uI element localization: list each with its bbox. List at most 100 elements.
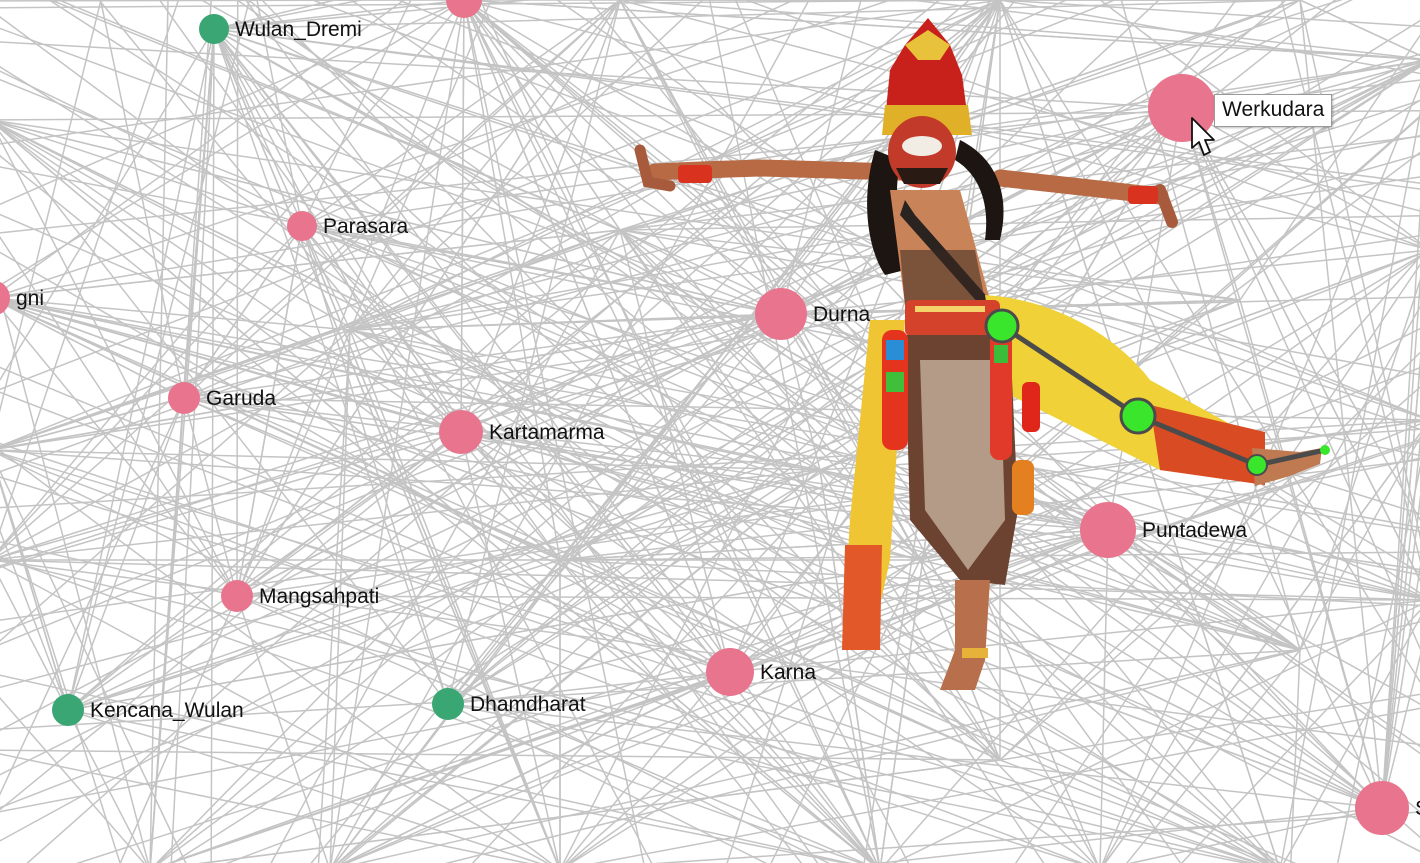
graph-edge (1381, 494, 1420, 809)
graph-edge (149, 28, 215, 863)
graph-edge (0, 292, 149, 863)
graph-edge (463, 0, 645, 863)
graph-edge (1180, 609, 1420, 863)
graph-edge (0, 564, 549, 863)
node-durna[interactable] (755, 288, 807, 340)
graph-edge (0, 454, 831, 863)
graph-edge (729, 600, 1420, 673)
node-top-pink[interactable] (446, 0, 482, 18)
graph-edge (0, 253, 1420, 809)
graph-edge (0, 15, 1001, 761)
graph-edge (0, 107, 1183, 732)
graph-edge (0, 229, 621, 298)
graph-edge (0, 297, 351, 331)
graph-edge (0, 0, 465, 206)
graph-edge (1290, 649, 1301, 863)
graph-edge (463, 0, 731, 673)
graph-edge (447, 703, 1249, 863)
graph-edge (780, 313, 921, 561)
graph-edge (999, 0, 1420, 684)
graph-edge (183, 0, 621, 399)
graph-edge (0, 125, 1091, 863)
node-agni[interactable] (0, 280, 10, 316)
pose-skeleton (984, 308, 1330, 476)
graph-edge (0, 541, 238, 597)
graph-edge (342, 671, 731, 863)
graph-edge (0, 124, 1420, 853)
graph-edge (236, 0, 1001, 597)
graph-edge (236, 225, 303, 597)
graph-edge (1280, 109, 1420, 863)
graph-edge (780, 296, 1420, 315)
graph-edge (0, 469, 821, 560)
graph-edge (301, 225, 449, 705)
graph-edge (1103, 305, 1420, 863)
graph-edge (708, 0, 880, 863)
graph-edge (0, 301, 185, 399)
node-puntadewa[interactable] (1080, 502, 1136, 558)
graph-edge (479, 0, 878, 863)
graph-edge (0, 234, 1420, 450)
node-kartamarma[interactable] (439, 410, 483, 454)
graph-edge (460, 0, 621, 433)
graph-edge (0, 452, 731, 673)
node-kencana-wulan[interactable] (52, 694, 84, 726)
graph-edge (1381, 564, 1420, 809)
graph-edge (67, 28, 215, 711)
graph-edge (301, 225, 462, 433)
graph-edge (225, 529, 1109, 863)
graph-edge (0, 154, 873, 863)
graph-edge (463, 0, 561, 561)
graph-edge (99, 0, 185, 399)
node-mangsahpati[interactable] (221, 580, 253, 612)
graph-edge (1299, 278, 1420, 651)
graph-edge (1120, 0, 1301, 651)
node-garuda[interactable] (168, 382, 200, 414)
graph-edge (332, 0, 810, 863)
pointer-arrow-icon (1191, 117, 1215, 156)
node-wulan-dremi[interactable] (199, 14, 229, 44)
graph-edge (1107, 529, 1420, 748)
graph-edge (0, 306, 238, 597)
graph-edge (904, 0, 1420, 60)
node-s[interactable] (1355, 781, 1409, 835)
graph-edge (0, 64, 1420, 842)
graph-edge (619, 0, 1420, 212)
graph-edge (67, 0, 941, 711)
graph-edge (310, 559, 561, 863)
graph-edge (999, 0, 1420, 28)
graph-edge (0, 229, 621, 448)
node-label-puntadewa: Puntadewa (1142, 519, 1247, 542)
graph-edge (0, 0, 1001, 9)
graph-edge (1107, 529, 1383, 809)
graph-edge (0, 299, 1301, 651)
graph-edge (460, 431, 1269, 863)
graph-edge (0, 0, 180, 533)
graph-edge (1107, 107, 1183, 531)
node-parasara[interactable] (287, 211, 317, 241)
graph-edge (183, 225, 303, 399)
graph-edge (1104, 432, 1420, 863)
node-karna[interactable] (706, 648, 754, 696)
graph-edge (236, 595, 329, 863)
node-label-wulan-dremi: Wulan_Dremi (235, 18, 362, 41)
graph-edge (236, 0, 239, 597)
pose-joint-toe (1320, 445, 1330, 455)
graph-edge (236, 0, 465, 597)
graph-edge (1381, 204, 1420, 809)
graph-edge (619, 0, 1420, 61)
graph-edge (213, 28, 819, 863)
graph-edge (247, 0, 821, 471)
graph-edge (0, 431, 462, 569)
graph-edge (559, 529, 1109, 561)
graph-edge (444, 649, 1301, 863)
graph-edge (0, 442, 1262, 863)
graph-edge (0, 126, 561, 561)
graph-edge (75, 529, 1109, 863)
graph-edge (213, 28, 351, 331)
graph-edge (0, 528, 69, 711)
graph-edge (1014, 263, 1420, 863)
node-dhamdharat[interactable] (432, 688, 464, 720)
